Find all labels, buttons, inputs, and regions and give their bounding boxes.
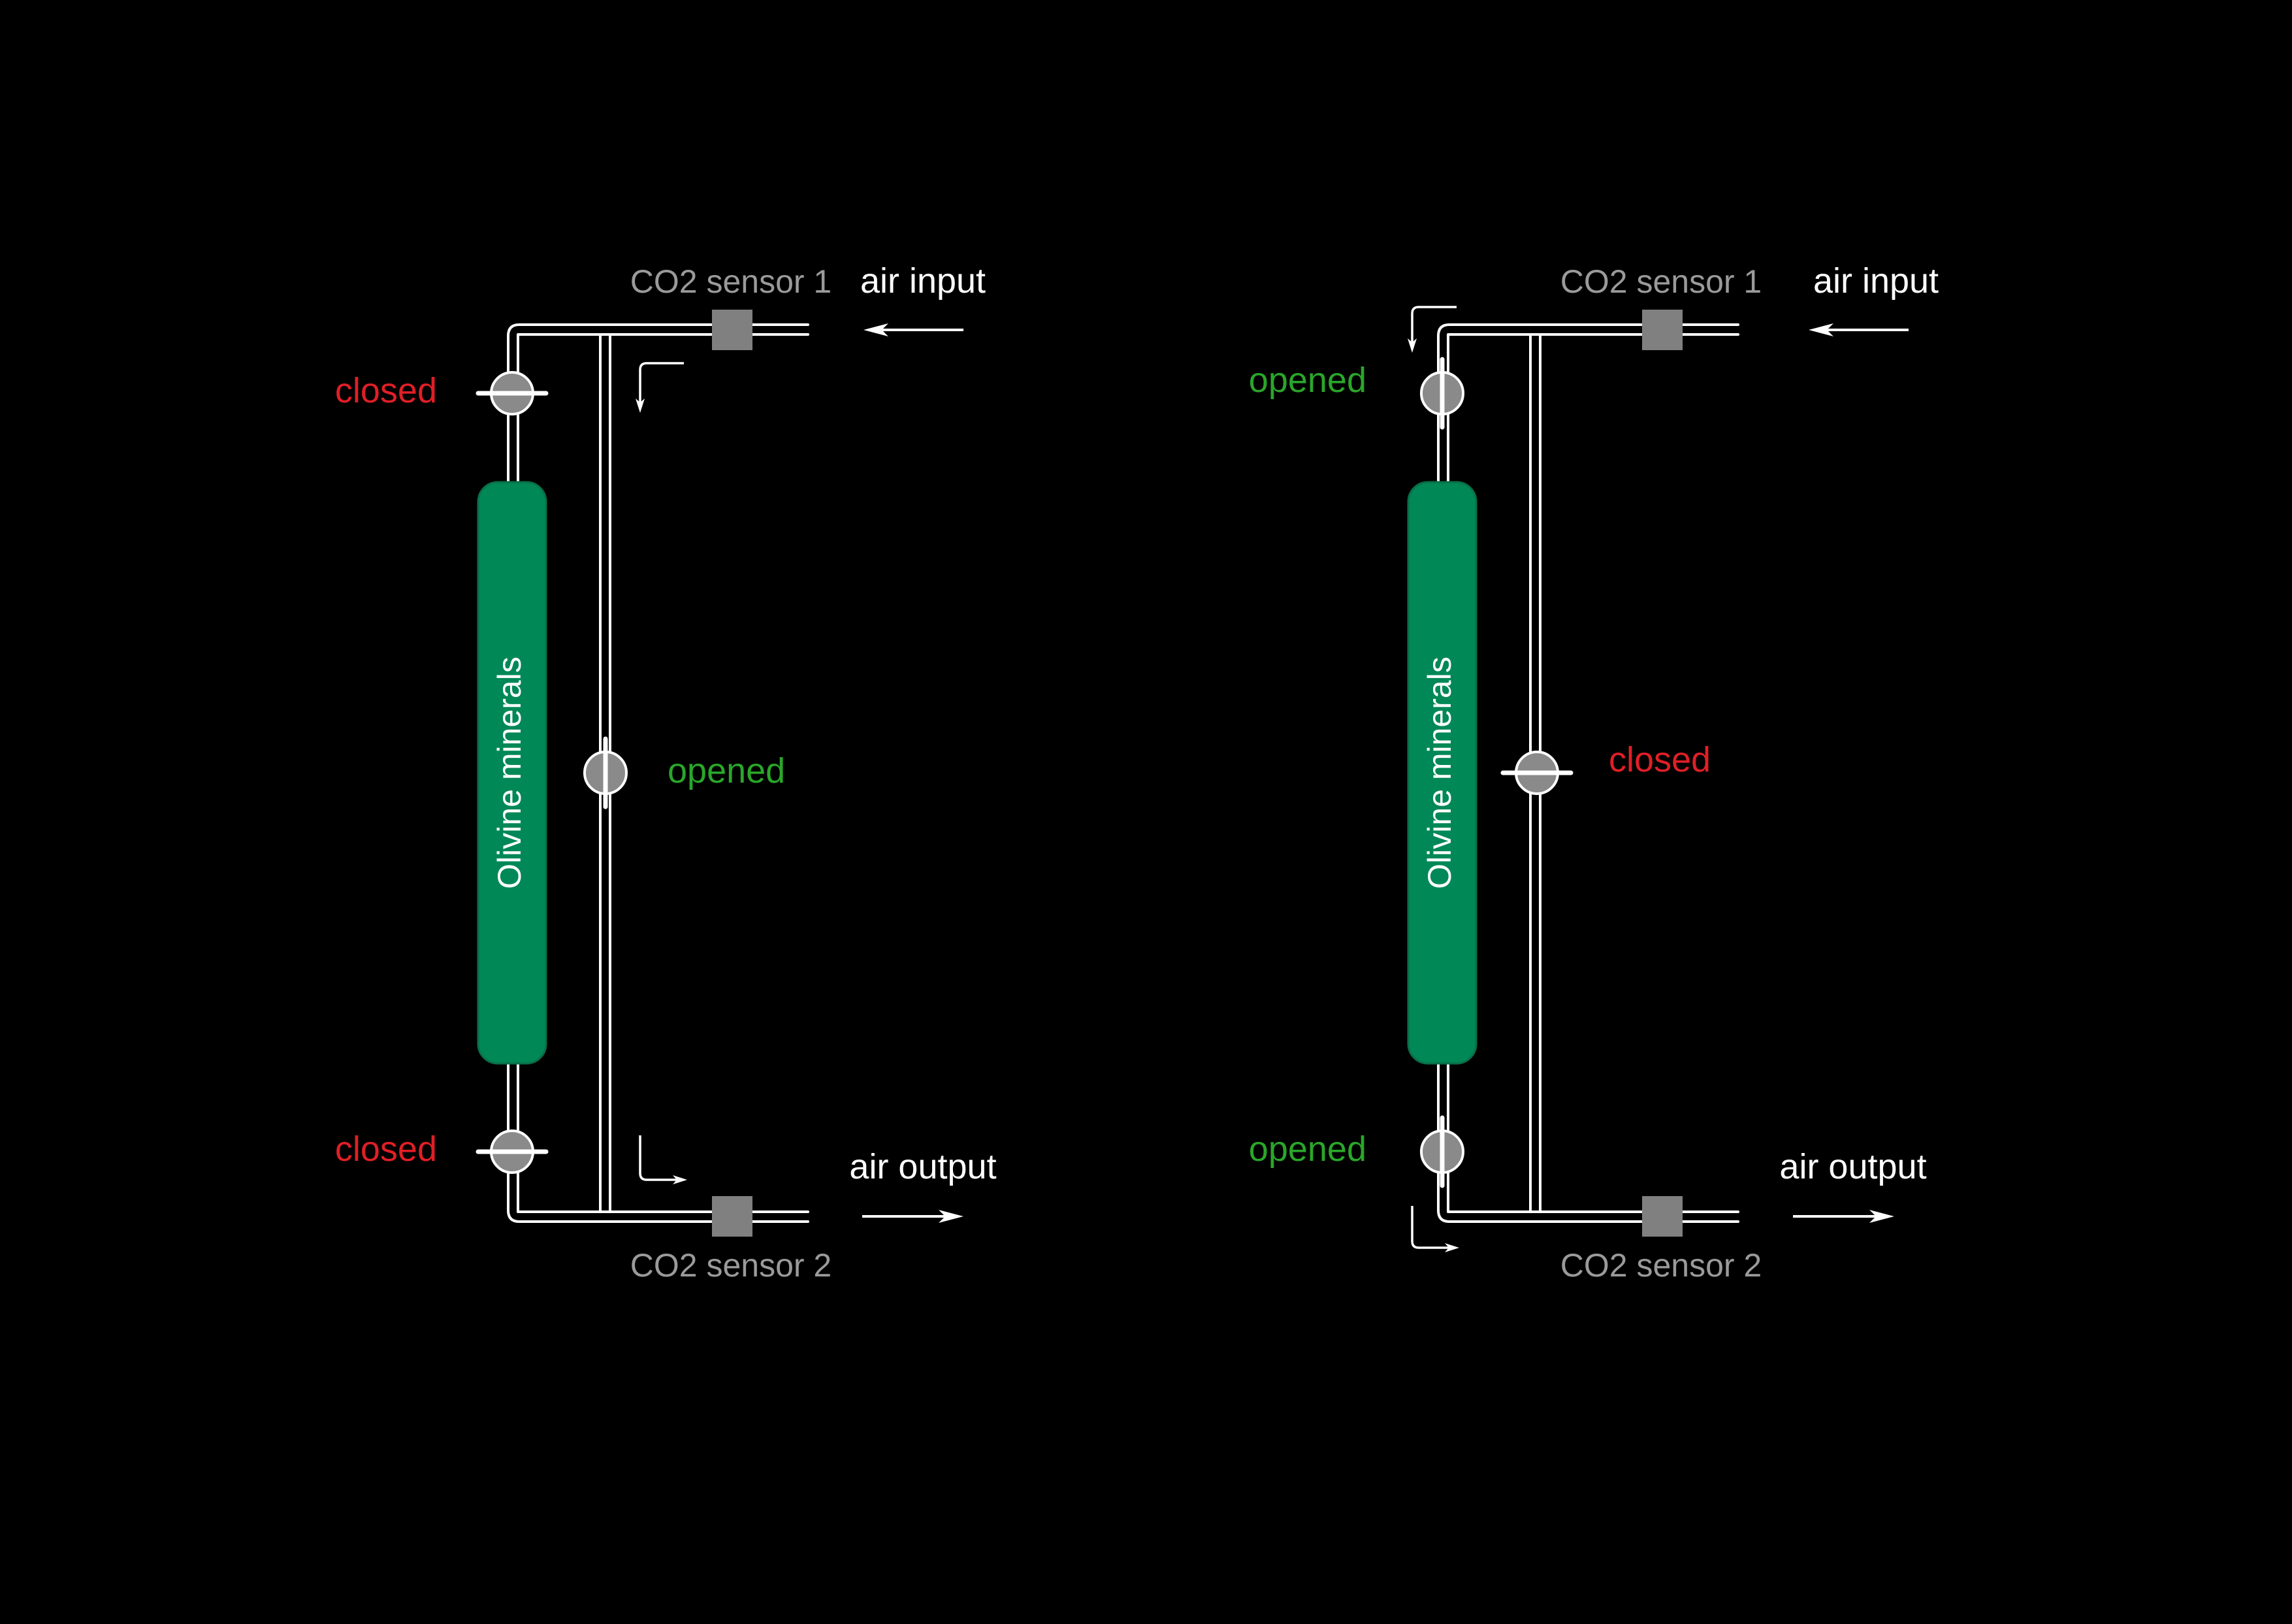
panel-absorption-mode: Olivine minerals CO2 sensor 1 CO2 sensor…: [1249, 261, 1939, 1284]
valve-bottom-closed[interactable]: [476, 1129, 549, 1174]
valve-bottom-state: opened: [1249, 1129, 1366, 1169]
flow-arrow-down-icon: [1408, 306, 1457, 353]
air-output-label: air output: [1779, 1147, 1926, 1186]
sensor-1-label: CO2 sensor 1: [1560, 263, 1762, 300]
flow-arrow-right-icon: [639, 1135, 687, 1184]
output-arrow-icon: [862, 1210, 963, 1223]
air-output-label: air output: [849, 1147, 996, 1186]
sensor-1-label: CO2 sensor 1: [630, 263, 831, 300]
valve-bypass-opened[interactable]: [583, 736, 628, 809]
valve-bypass-state: closed: [1609, 740, 1711, 779]
input-arrow-icon: [1809, 323, 1909, 336]
co2-sensor-1: [712, 310, 752, 350]
flow-arrow-right-icon: [1411, 1206, 1459, 1252]
sensor-2-label: CO2 sensor 2: [1560, 1247, 1762, 1284]
output-arrow-icon: [1793, 1210, 1894, 1223]
co2-sensor-2: [712, 1196, 752, 1237]
olivine-column: [1407, 481, 1477, 1065]
co2-sensor-1: [1642, 310, 1683, 350]
valve-bypass-closed[interactable]: [1500, 751, 1574, 795]
valve-bypass-state: opened: [668, 751, 785, 790]
flow-arrow-down-icon: [636, 362, 684, 413]
valve-bottom-opened[interactable]: [1420, 1115, 1464, 1188]
panel-bypass-mode: Olivine minerals CO2 sensor 1 CO2 sensor…: [335, 261, 997, 1284]
column-label: Olivine minerals: [1421, 657, 1458, 889]
olivine-column: [477, 481, 547, 1065]
sensor-2-label: CO2 sensor 2: [630, 1247, 831, 1284]
valve-top-state: closed: [335, 371, 437, 410]
input-arrow-icon: [864, 323, 963, 336]
co2-sensor-2: [1642, 1196, 1683, 1237]
valve-top-state: opened: [1249, 361, 1366, 400]
valve-top-opened[interactable]: [1420, 357, 1464, 430]
air-input-label: air input: [860, 261, 986, 300]
valve-bottom-state: closed: [335, 1129, 437, 1169]
valve-top-closed[interactable]: [476, 371, 549, 415]
air-input-label: air input: [1813, 261, 1939, 300]
column-label: Olivine minerals: [491, 657, 528, 889]
